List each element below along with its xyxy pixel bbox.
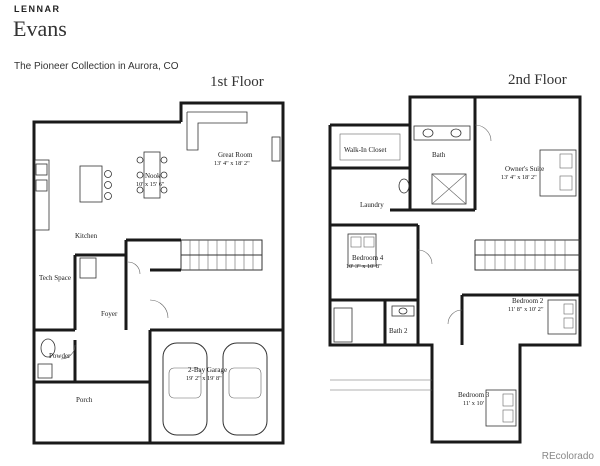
bedroom2-dims: 11' 8" x 10' 2" [508,306,544,313]
bedroom3-dims: 11' x 10' [463,400,484,407]
first-floor-plan: Nook 10' x 15' 6" Great Room 13' 4" x 18… [32,101,285,445]
laundry-label: Laundry [360,201,384,209]
owners-suite-dims: 13' 4" x 18' 2" [501,174,537,181]
garage-label: 2-Bay Garage [188,366,227,374]
bedroom4-label: Bedroom 4 [352,254,384,262]
porch-label: Porch [76,396,93,404]
collection-subtitle: The Pioneer Collection in Aurora, CO [14,61,179,72]
bath-label: Bath [432,151,446,159]
nook-dims: 10' x 15' 6" [136,181,165,188]
bedroom2-label: Bedroom 2 [512,297,544,305]
powder-label: Powder [49,352,71,360]
bath2-label: Bath 2 [389,327,408,335]
foyer-label: Foyer [101,310,118,318]
second-floor-plan: Walk-In Closet Bath Owner's Suite 13' 4"… [328,95,582,444]
first-floor-label: 1st Floor [210,74,264,90]
nook-label: Nook [145,172,161,180]
owners-suite-label: Owner's Suite [505,165,544,173]
great-room-label: Great Room [218,151,253,159]
kitchen-label: Kitchen [75,232,98,240]
plan-title: Evans [13,16,67,41]
tech-space-label: Tech Space [39,274,71,282]
brand-logo: LENNAR [14,4,61,14]
walk-in-closet-label: Walk-In Closet [344,146,386,154]
great-room-dims: 13' 4" x 18' 2" [214,160,250,167]
second-floor-label: 2nd Floor [508,72,567,88]
bedroom4-dims: 10' 3" x 10' 8" [346,263,382,270]
garage-dims: 19' 2" x 19' 8" [186,375,222,382]
source-credit: REcolorado [541,451,594,462]
bedroom3-label: Bedroom 3 [458,391,490,399]
